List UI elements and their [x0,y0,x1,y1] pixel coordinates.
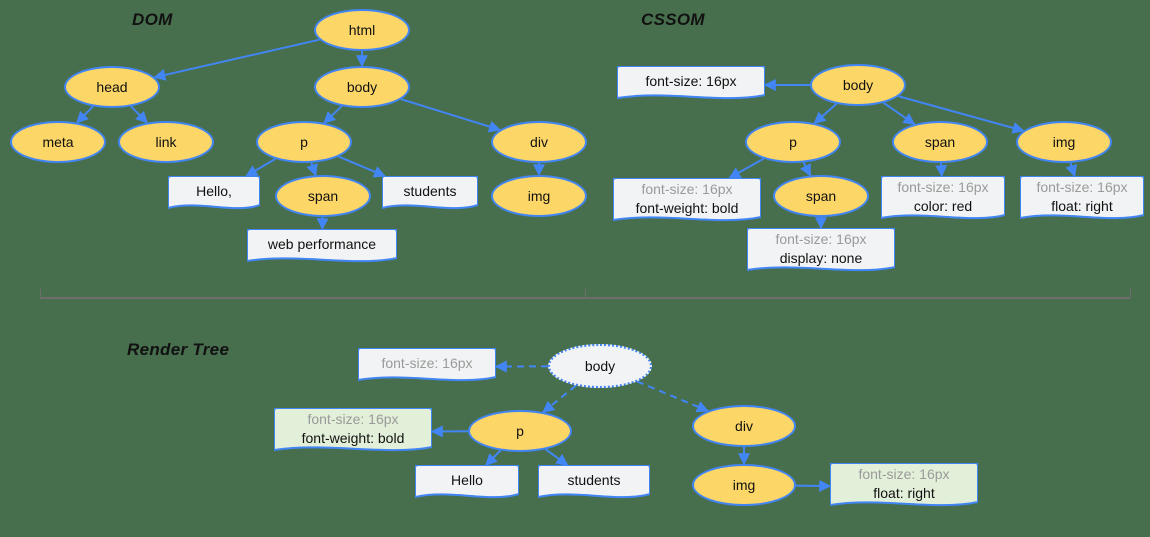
render-tree-box-students[interactable]: students [538,465,650,503]
section-title-cssom: CSSOM [641,10,705,29]
cssom-node-img[interactable]: img [1016,121,1112,163]
node-label: p [300,134,308,150]
cssom-edge-img-to-img-style [1065,162,1078,178]
document-shape-icon [881,176,1005,220]
dom-box-hello[interactable]: Hello, [168,176,260,214]
section-title-render-tree: Render Tree [127,340,230,359]
cssom-edge-span1-to-span1-style [935,162,948,178]
dom-edge-html-to-head [153,38,320,81]
render-tree-edge-body-to-div [636,380,709,413]
dom-node-div[interactable]: div [491,121,587,163]
render-tree-node-p[interactable]: p [468,410,572,452]
dom-edge-p-to-students [338,155,386,178]
node-label: head [96,79,128,95]
cssom-node-span2[interactable]: span [773,175,869,217]
node-label: div [735,418,753,434]
cssom-node-p[interactable]: p [745,121,841,163]
node-label: div [530,134,548,150]
section-title-dom: DOM [132,10,173,29]
document-shape-icon [1020,176,1144,220]
document-shape-icon [538,465,650,499]
section-divider [40,297,1130,299]
document-shape-icon [830,463,978,507]
node-label: meta [42,134,74,150]
render-tree-edge-p-to-students [544,448,569,466]
dom-edge-body-to-p [323,105,343,124]
node-label: img [1052,134,1076,150]
document-shape-icon [358,348,496,382]
dom-node-head[interactable]: head [64,66,160,108]
cssom-node-body[interactable]: body [810,64,906,106]
dom-edge-head-to-meta [76,105,94,124]
dom-node-span[interactable]: span [275,175,371,217]
dom-node-img[interactable]: img [491,175,587,217]
cssom-edge-p-to-span2 [800,162,812,177]
node-label: p [789,134,797,150]
divider-tick-right [1130,289,1131,298]
cssom-edge-body-to-span1 [882,101,916,126]
dom-node-body[interactable]: body [314,66,410,108]
cssom-box-body-style[interactable]: font-size: 16px [617,66,765,104]
node-label: body [346,79,378,95]
render-tree-edge-body-to-p [542,384,577,413]
dom-edge-body-to-div [400,98,502,133]
node-label: link [155,134,177,150]
document-shape-icon [247,229,397,263]
render-tree-node-img[interactable]: img [692,464,796,506]
dom-box-webperf[interactable]: web performance [247,229,397,267]
node-label: img [732,477,756,493]
node-label: html [348,22,376,38]
node-label: img [527,188,551,204]
dom-node-link[interactable]: link [118,121,214,163]
render-tree-node-div[interactable]: div [692,405,796,447]
node-label: span [307,188,339,204]
node-label: span [924,134,956,150]
render-tree-edge-p-to-hello [485,449,502,466]
document-shape-icon [382,176,478,210]
dom-edge-p-to-hello [245,157,276,177]
dom-node-p[interactable]: p [256,121,352,163]
document-shape-icon [747,228,895,272]
render-tree-box-hello[interactable]: Hello [415,465,519,503]
document-shape-icon [613,178,761,222]
node-label: p [516,423,524,439]
dom-box-students[interactable]: students [382,176,478,214]
divider-tick-left [40,289,41,298]
cssom-edge-body-to-p [813,103,838,124]
dom-edge-head-to-link [130,105,148,124]
document-shape-icon [617,66,765,100]
render-tree-node-body[interactable]: body [548,344,652,388]
dom-node-meta[interactable]: meta [10,121,106,163]
cssom-node-span1[interactable]: span [892,121,988,163]
node-label: span [805,188,837,204]
dom-node-html[interactable]: html [314,9,410,51]
document-shape-icon [168,176,260,210]
node-label: body [584,358,616,374]
document-shape-icon [415,465,519,499]
cssom-edge-p-to-p-style [728,157,765,179]
render-tree-box-body-style[interactable]: font-size: 16px [358,348,496,386]
node-label: body [842,77,874,93]
divider-tick-middle [585,289,586,298]
document-shape-icon [274,408,432,452]
dom-edge-p-to-span [306,162,318,177]
